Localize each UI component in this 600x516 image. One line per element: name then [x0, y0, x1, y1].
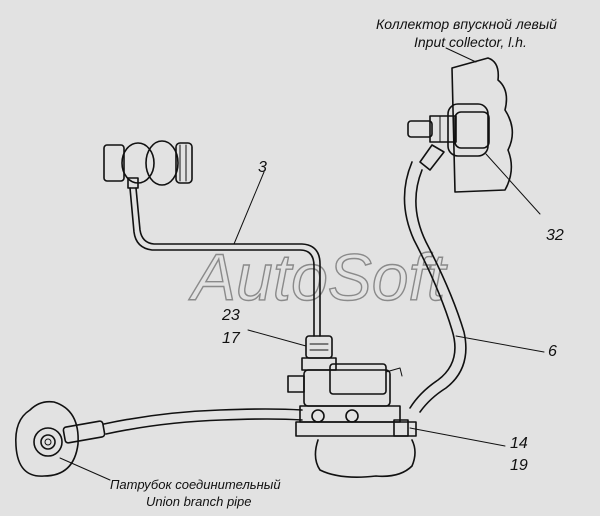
valve-block: [287, 335, 417, 437]
hose-union: [62, 408, 303, 444]
union-branch-pipe: [14, 400, 79, 477]
leader-lines: [59, 47, 545, 481]
pipe-3: [129, 187, 321, 337]
collector-label-en: Input collector, l.h.: [414, 34, 527, 50]
bellows-sensor: [103, 140, 193, 189]
callout-14: 14: [510, 435, 528, 452]
callout-19: 19: [510, 457, 528, 474]
pipe-6: [403, 161, 467, 413]
collector-label-ru: Коллектор впускной левый: [376, 16, 557, 32]
callout-23: 23: [221, 307, 240, 324]
callout-3: 3: [258, 159, 267, 176]
callout-32: 32: [546, 227, 564, 244]
callout-17: 17: [222, 330, 241, 347]
watermark: AutoSoft: [188, 240, 448, 314]
mount-bracket: [314, 439, 416, 478]
union-label-en: Union branch pipe: [146, 494, 252, 509]
intake-collector: [407, 57, 514, 193]
callout-6: 6: [548, 343, 557, 360]
union-label-ru: Патрубок соединительный: [110, 477, 281, 492]
